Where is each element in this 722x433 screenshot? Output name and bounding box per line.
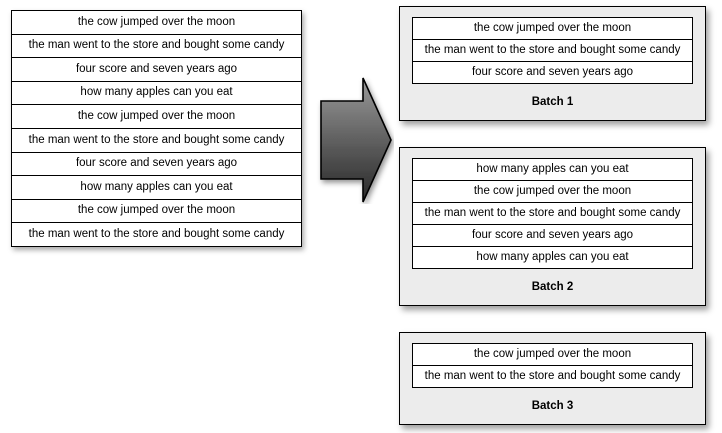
input-sentence-table: the cow jumped over the moon the man wen… xyxy=(11,10,302,247)
table-row: four score and seven years ago xyxy=(412,224,693,247)
table-row: the cow jumped over the moon xyxy=(412,180,693,203)
sentence-cell: the man went to the store and bought som… xyxy=(412,202,693,225)
batch-1-sentence-table: the cow jumped over the moon the man wen… xyxy=(412,17,693,84)
table-row: the cow jumped over the moon xyxy=(11,10,302,35)
sentence-cell: the cow jumped over the moon xyxy=(412,343,693,366)
sentence-cell: the man went to the store and bought som… xyxy=(11,33,302,59)
input-sentence-rows: the cow jumped over the moon the man wen… xyxy=(11,10,302,247)
table-row: four score and seven years ago xyxy=(11,151,302,177)
table-row: the cow jumped over the moon xyxy=(412,17,693,40)
right-block-arrow-icon xyxy=(316,76,394,204)
sentence-cell: how many apples can you eat xyxy=(11,80,302,106)
sentence-cell: the cow jumped over the moon xyxy=(11,104,302,129)
batch-2-rows: how many apples can you eat the cow jump… xyxy=(412,158,693,269)
table-row: the man went to the store and bought som… xyxy=(412,39,693,62)
sentence-cell: how many apples can you eat xyxy=(412,246,693,269)
sentence-cell: four score and seven years ago xyxy=(11,57,302,82)
table-row: how many apples can you eat xyxy=(412,246,693,269)
table-row: four score and seven years ago xyxy=(11,57,302,82)
batch-panel-1: the cow jumped over the moon the man wen… xyxy=(399,6,706,121)
batch-3-rows: the cow jumped over the moon the man wen… xyxy=(412,343,693,388)
input-sentence-list: the cow jumped over the moon the man wen… xyxy=(11,10,302,247)
table-row: the cow jumped over the moon xyxy=(11,198,302,224)
table-row: four score and seven years ago xyxy=(412,61,693,84)
batch-2-label: Batch 2 xyxy=(531,281,574,293)
sentence-cell: the cow jumped over the moon xyxy=(11,10,302,35)
sentence-cell: the man went to the store and bought som… xyxy=(412,39,693,62)
sentence-cell: the man went to the store and bought som… xyxy=(11,127,302,153)
table-row: the cow jumped over the moon xyxy=(11,104,302,129)
sentence-cell: the cow jumped over the moon xyxy=(412,180,693,203)
batch-panel-2: how many apples can you eat the cow jump… xyxy=(399,147,706,306)
table-row: how many apples can you eat xyxy=(11,80,302,106)
sentence-cell: the man went to the store and bought som… xyxy=(11,222,302,247)
batch-panel-3: the cow jumped over the moon the man wen… xyxy=(399,332,706,425)
table-row: the cow jumped over the moon xyxy=(412,343,693,366)
batch-3-sentence-table: the cow jumped over the moon the man wen… xyxy=(412,343,693,388)
batch-2-sentence-table: how many apples can you eat the cow jump… xyxy=(412,158,693,269)
batch-3-table-wrapper: the cow jumped over the moon the man wen… xyxy=(412,343,693,388)
table-row: the man went to the store and bought som… xyxy=(412,365,693,388)
sentence-cell: the man went to the store and bought som… xyxy=(412,365,693,388)
batch-2-table-wrapper: how many apples can you eat the cow jump… xyxy=(412,158,693,269)
sentence-cell: how many apples can you eat xyxy=(412,158,693,181)
sentence-cell: the cow jumped over the moon xyxy=(412,17,693,40)
table-row: how many apples can you eat xyxy=(11,175,302,200)
table-row: the man went to the store and bought som… xyxy=(11,33,302,59)
batch-3-label: Batch 3 xyxy=(531,400,574,412)
batch-1-table-wrapper: the cow jumped over the moon the man wen… xyxy=(412,17,693,84)
batch-1-rows: the cow jumped over the moon the man wen… xyxy=(412,17,693,84)
sentence-cell: four score and seven years ago xyxy=(11,151,302,177)
sentence-cell: how many apples can you eat xyxy=(11,175,302,200)
batch-1-label: Batch 1 xyxy=(531,96,574,108)
sentence-cell: four score and seven years ago xyxy=(412,224,693,247)
sentence-cell: four score and seven years ago xyxy=(412,61,693,84)
table-row: the man went to the store and bought som… xyxy=(11,222,302,247)
table-row: the man went to the store and bought som… xyxy=(412,202,693,225)
sentence-cell: the cow jumped over the moon xyxy=(11,198,302,224)
table-row: the man went to the store and bought som… xyxy=(11,127,302,153)
table-row: how many apples can you eat xyxy=(412,158,693,181)
